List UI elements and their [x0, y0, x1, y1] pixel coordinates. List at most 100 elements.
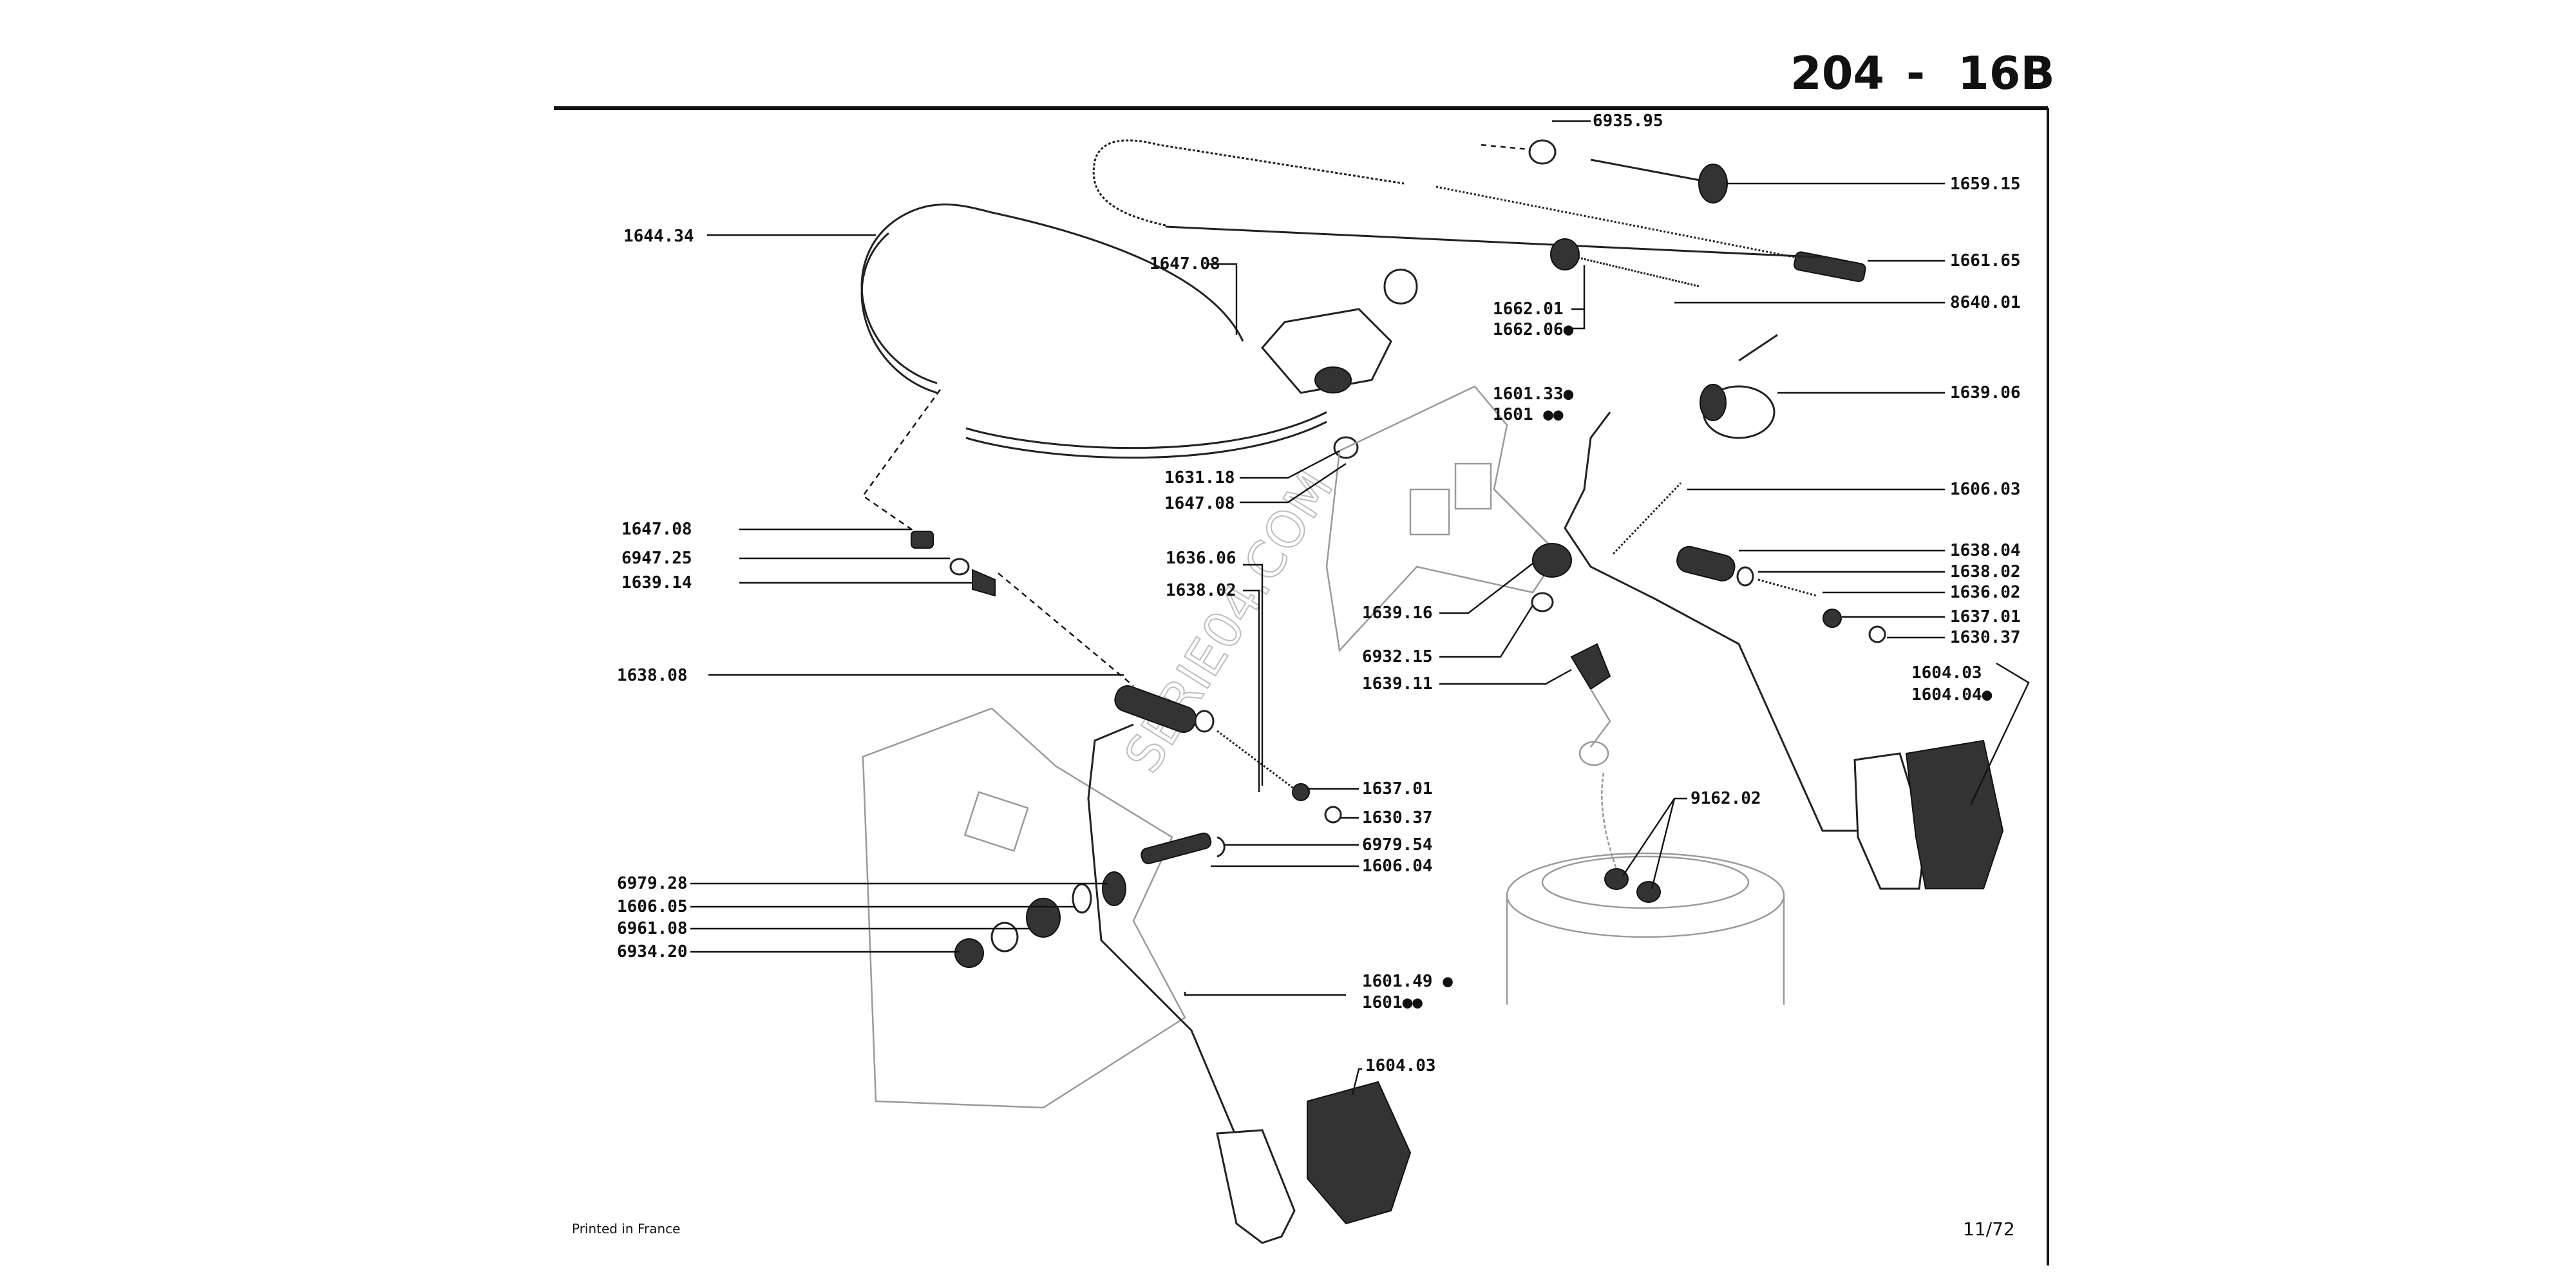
callout-1638-02-left: 1638.02: [1166, 581, 1236, 600]
bush-6979-28: [1102, 871, 1126, 906]
callout-1630-37-right: 1630.37: [1950, 628, 2021, 647]
callout-1636-02: 1636.02: [1950, 583, 2021, 602]
callout-1631-18: 1631.18: [1164, 468, 1235, 488]
print-date: 11/72: [1963, 1218, 2015, 1240]
grommet-6935-95: [1528, 139, 1557, 165]
clutch-cable-lower: [965, 411, 1327, 450]
accelerator-cable-inner: [1435, 185, 1797, 259]
reservoir-sides: [1506, 895, 1785, 1005]
callout-1659-15: 1659.15: [1950, 175, 2021, 194]
model-number: 204: [1790, 47, 1884, 100]
callout-1601-49: 1601.49 ●: [1362, 972, 1453, 991]
threaded-stud: [1577, 256, 1701, 288]
washer-1638-02: [1736, 566, 1754, 587]
dashed-assembly-line-1: [862, 389, 941, 536]
bush-6961-08: [1026, 898, 1061, 938]
callout-1639-06: 1639.06: [1950, 383, 2021, 402]
pull-rod: [1590, 158, 1701, 182]
clutch-cable-lower-outer: [965, 421, 1327, 459]
callout-6961-08: 6961.08: [617, 919, 688, 938]
page-header: 204 - 16B: [554, 47, 2055, 1265]
parts-artwork: [860, 139, 2004, 1244]
callout-1638-04: 1638.04: [1950, 541, 2021, 560]
callout-1630-37-left: 1630.37: [1362, 808, 1433, 828]
section-code: 16B: [1958, 47, 2055, 100]
callout-1601-33: 1601.33●: [1493, 384, 1574, 404]
pedal-box-bracket: [1325, 385, 1560, 652]
pedal-pivot-bracket: [1261, 308, 1392, 394]
callout-1606-04: 1606.04: [1362, 857, 1433, 876]
callout-6934-20: 6934.20: [617, 942, 688, 961]
callout-1644-34: 1644.34: [623, 227, 694, 246]
callout-1601-pedal-left: 1601●●: [1362, 993, 1423, 1012]
dashed-knob-line: [1481, 144, 1530, 151]
pin-1647-08-left: [911, 531, 934, 549]
callout-1636-06: 1636.06: [1166, 549, 1236, 568]
callout-6947-25: 6947.25: [621, 549, 692, 568]
clutch-cable: [860, 204, 1244, 384]
pedal-box-left-window: [963, 791, 1029, 852]
pedal-box-left: [862, 707, 1186, 1109]
callout-1601-pedal-right: 1601 ●●: [1493, 405, 1564, 424]
callout-8640-01: 8640.01: [1950, 293, 2021, 312]
bushing-bore: [1700, 384, 1727, 421]
nut-1637-01-left: [1292, 783, 1310, 801]
clutch-pedal-rubber: [1307, 1081, 1412, 1225]
small-bolt: [1738, 334, 1778, 362]
callout-6932-15: 6932.15: [1362, 647, 1433, 667]
switch-wire: [1589, 688, 1611, 748]
nut-1630-37-left: [1324, 806, 1342, 824]
reservoir-lid: [1541, 855, 1750, 909]
callout-labels: 1644.34 1647.08 6935.95 1659.15 1661.65 …: [617, 111, 2021, 1075]
callout-1647-08-left: 1647.08: [621, 520, 692, 539]
clip-6979-54: [1217, 836, 1226, 858]
callout-1638-08: 1638.08: [617, 666, 688, 685]
stop-switch: [1570, 643, 1611, 690]
washer-6934-20: [990, 922, 1019, 952]
callout-1604-03-left: 1604.03: [1365, 1056, 1436, 1075]
spring-1636-06: [1217, 730, 1295, 790]
nut-6934-20: [954, 938, 984, 968]
callout-1606-03: 1606.03: [1950, 480, 2021, 499]
pedal-box-window-1: [1409, 488, 1450, 536]
callout-6935-95: 6935.95: [1593, 111, 1663, 131]
callout-1647-08-mid: 1647.08: [1164, 494, 1235, 513]
page-footer: Printed in France 11/72: [572, 1218, 2015, 1240]
callout-1662-06: 1662.06●: [1493, 320, 1574, 339]
clevis-block: [1314, 366, 1352, 393]
leader-lines: [690, 120, 2030, 1095]
return-spring-coil: [1383, 269, 1418, 305]
callout-1639-11: 1639.11: [1362, 674, 1433, 694]
brake-pedal-rubber: [1905, 739, 2004, 889]
cable-end-fitting: [1794, 251, 1866, 283]
pull-knob: [1698, 164, 1728, 204]
callout-6979-54: 6979.54: [1362, 835, 1433, 855]
printed-in-france: Printed in France: [572, 1221, 680, 1236]
callout-1604-03-right: 1604.03: [1911, 663, 1982, 683]
callout-1637-01-left: 1637.01: [1362, 779, 1433, 799]
pivot-bush-1639-16: [1532, 543, 1572, 578]
sleeve-1638-04: [1676, 545, 1736, 582]
nut-1637-01: [1823, 609, 1842, 628]
bush-1606-05: [1072, 883, 1092, 914]
clutch-pedal-arm: [1087, 723, 1244, 1153]
callout-1638-02-right: 1638.02: [1950, 562, 2021, 582]
clutch-cable-outer: [860, 232, 938, 394]
title-separator: -: [1906, 47, 1925, 100]
callout-1662-01: 1662.01: [1493, 299, 1564, 319]
brake-pedal-pad: [1853, 752, 1927, 890]
callout-1639-16: 1639.16: [1362, 603, 1433, 623]
pin-1606-04: [1141, 832, 1212, 864]
washer-6932-15: [1531, 592, 1554, 612]
cable-thin: [1165, 225, 1830, 259]
spring-1606-03: [1612, 482, 1682, 555]
washer-6947-25: [949, 558, 970, 576]
pedal-box-window-2: [1454, 462, 1492, 510]
callout-9162-02: 9162.02: [1690, 789, 1761, 808]
spring-1636-02: [1757, 578, 1817, 597]
switch-plug: [1578, 741, 1609, 766]
brake-hose: [1601, 772, 1618, 870]
callout-1637-01-right: 1637.01: [1950, 607, 2021, 627]
nut-9162-02-a: [1604, 868, 1629, 890]
